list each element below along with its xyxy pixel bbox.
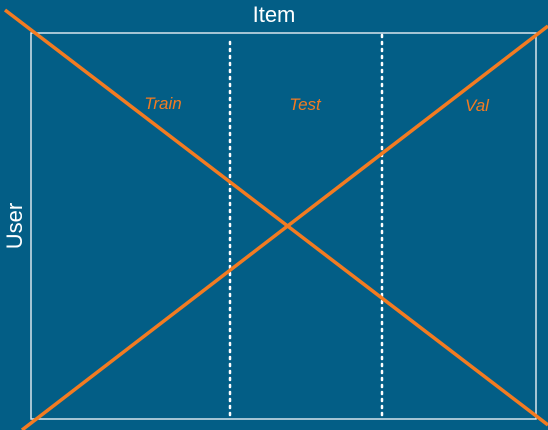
diagonal-line-up [20, 24, 548, 430]
matrix-border [30, 32, 537, 420]
val-split-label: Val [465, 96, 489, 115]
test-split-label: Test [289, 95, 321, 114]
diagonal-line-down [3, 8, 548, 427]
user-axis-label: User [2, 202, 27, 250]
train-split-label: Train [144, 94, 182, 113]
item-axis-label: Item [252, 2, 296, 27]
